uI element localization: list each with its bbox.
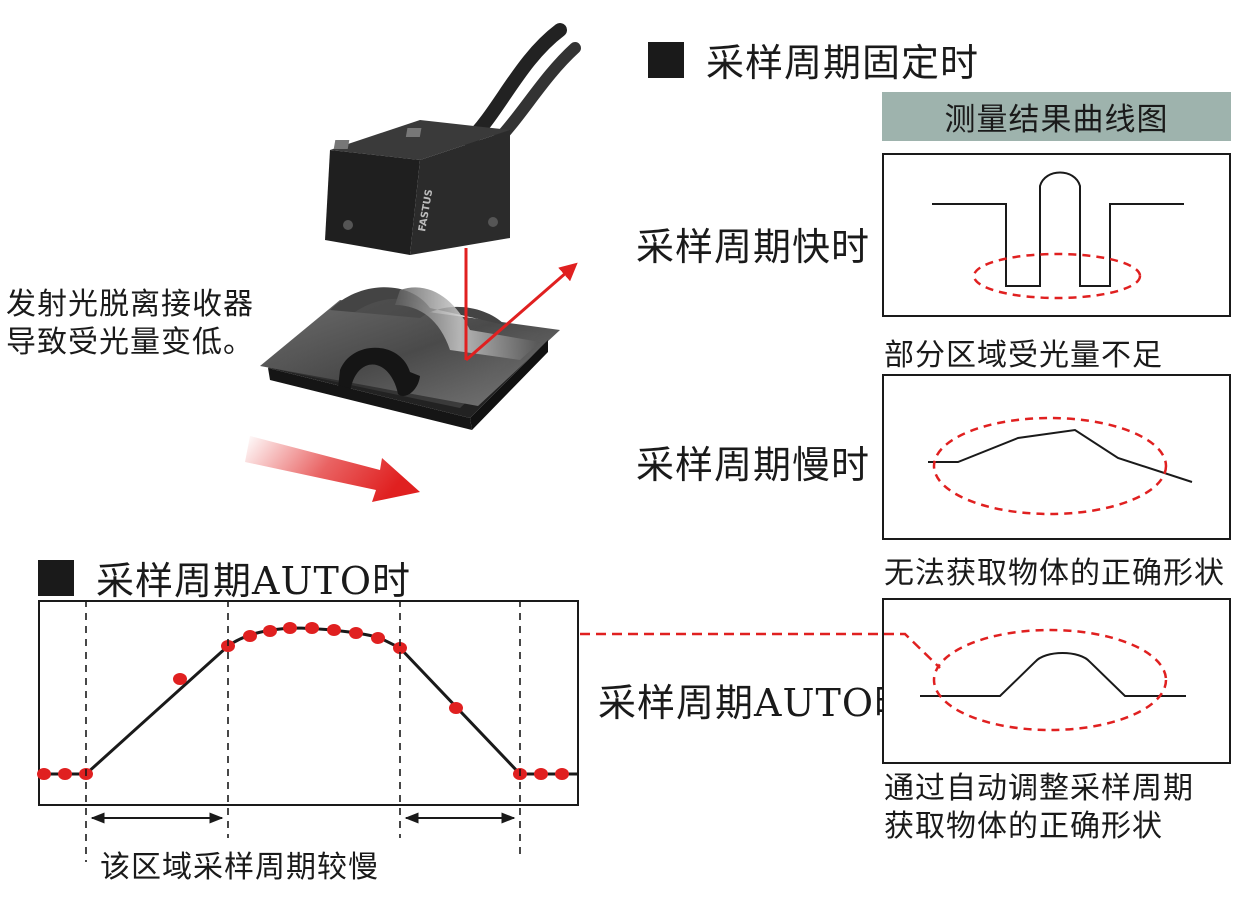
fast-missing-light-ellipse (972, 252, 1142, 300)
square-bullet-icon (38, 559, 74, 596)
left-note-line2: 导致受光量变低。 (6, 325, 254, 360)
slow-caption: 无法获取物体的正确形状 (884, 556, 1225, 591)
auto-sampling-label: 采样周期AUTO时 (598, 681, 913, 725)
auto-sampling-graph (920, 652, 1186, 697)
sample-point (58, 768, 72, 780)
chart-header-banner: 测量结果曲线图 (882, 92, 1231, 141)
fixed-section-title: 采样周期固定时 (648, 32, 979, 87)
sample-point (393, 642, 407, 654)
auto-sampling-panel (882, 598, 1231, 764)
left-note-line1: 发射光脱离接收器 (6, 287, 254, 322)
auto-section-title-text: 采样周期AUTO时 (96, 559, 411, 603)
fast-caption: 部分区域受光量不足 (884, 338, 1163, 373)
fast-sampling-label: 采样周期快时 (636, 225, 871, 269)
region-dividers (85, 600, 521, 862)
auto-region-ellipse (932, 628, 1168, 732)
sample-points (37, 622, 569, 780)
left-note: 发射光脱离接收器 导致受光量变低。 (6, 286, 254, 362)
sample-point (349, 627, 363, 639)
sample-point (534, 768, 548, 780)
auto-profile-curve (38, 626, 578, 776)
slow-region-label: 该区域采样周期较慢 (100, 850, 379, 885)
sample-point (449, 702, 463, 714)
slow-sampling-graph (928, 428, 1193, 483)
sample-point (173, 673, 187, 685)
fast-sampling-panel (882, 153, 1231, 317)
laser-sensor: FASTUS (325, 120, 510, 255)
auto-profile-panel (38, 600, 579, 806)
sample-point (263, 625, 277, 637)
fixed-section-title-text: 采样周期固定时 (706, 41, 980, 85)
auto-caption-line2: 获取物体的正确形状 (884, 809, 1163, 844)
auto-caption: 通过自动调整采样周期 获取物体的正确形状 (884, 770, 1194, 846)
sample-point (243, 630, 257, 642)
reflected-beam (465, 262, 578, 362)
sample-point (37, 768, 51, 780)
fast-sampling-graph (932, 171, 1184, 287)
sample-point (283, 622, 297, 634)
sample-point (371, 632, 385, 644)
workpiece-plate (260, 287, 560, 430)
motion-arrow (245, 436, 420, 502)
slow-sampling-label: 采样周期慢时 (636, 443, 871, 487)
sample-point (555, 768, 569, 780)
square-bullet-icon (648, 41, 684, 78)
sample-point (327, 624, 341, 636)
slow-sampling-panel (882, 374, 1231, 540)
auto-leader-line (580, 632, 941, 669)
auto-caption-line1: 通过自动调整采样周期 (884, 771, 1194, 806)
slow-region-ellipse (932, 416, 1168, 516)
sample-point (305, 622, 319, 634)
auto-section-title: 采样周期AUTO时 (38, 550, 411, 605)
